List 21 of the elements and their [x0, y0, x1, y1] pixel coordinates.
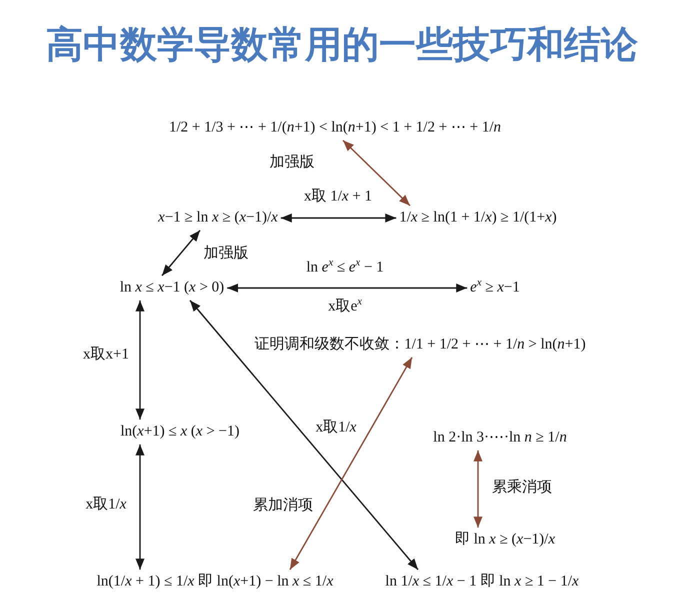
- double-arrow: [342, 140, 410, 206]
- title: 高中数学导数常用的一些技巧和结论: [46, 22, 638, 66]
- double-arrow: [189, 300, 419, 570]
- formula: x−1 ≥ ln x ≥ (x−1)/x: [158, 208, 278, 228]
- formula: 1/2 + 1/3 + ⋯ + 1/(n+1) < ln(n+1) < 1 + 1/2 + ⋯ + 1/n: [168, 118, 502, 138]
- formula: 1/x ≥ ln(1 + 1/x) ≥ 1/(1+x): [399, 208, 557, 228]
- double-arrow: [474, 450, 482, 528]
- formula: 即 ln x ≥ (x−1)/x: [454, 530, 556, 550]
- double-arrow: [227, 284, 468, 292]
- formula: ln 2·ln 3·⋯·ln n ≥ 1/n: [433, 428, 567, 448]
- double-arrow: [136, 444, 144, 570]
- formula: 证明调和级数不收敛：1/1 + 1/2 + ⋯ + 1/n > ln(n+1): [254, 336, 586, 354]
- double-arrow: [161, 230, 201, 276]
- formula: ln(1/x + 1) ≤ 1/x 即 ln(x+1) − ln x ≤ 1/x: [96, 572, 334, 592]
- formula: ln 1/x ≤ 1/x − 1 即 ln x ≥ 1 − 1/x: [385, 572, 579, 592]
- formula: ln x ≤ x−1 (x > 0): [120, 278, 224, 298]
- formula: e$^{x}$ ≥ x−1: [470, 278, 520, 298]
- double-arrow: [289, 357, 413, 570]
- double-arrow: [280, 214, 396, 222]
- double-arrow: [136, 300, 144, 420]
- formula: ln(x+1) ≤ x (x > −1): [120, 422, 240, 442]
